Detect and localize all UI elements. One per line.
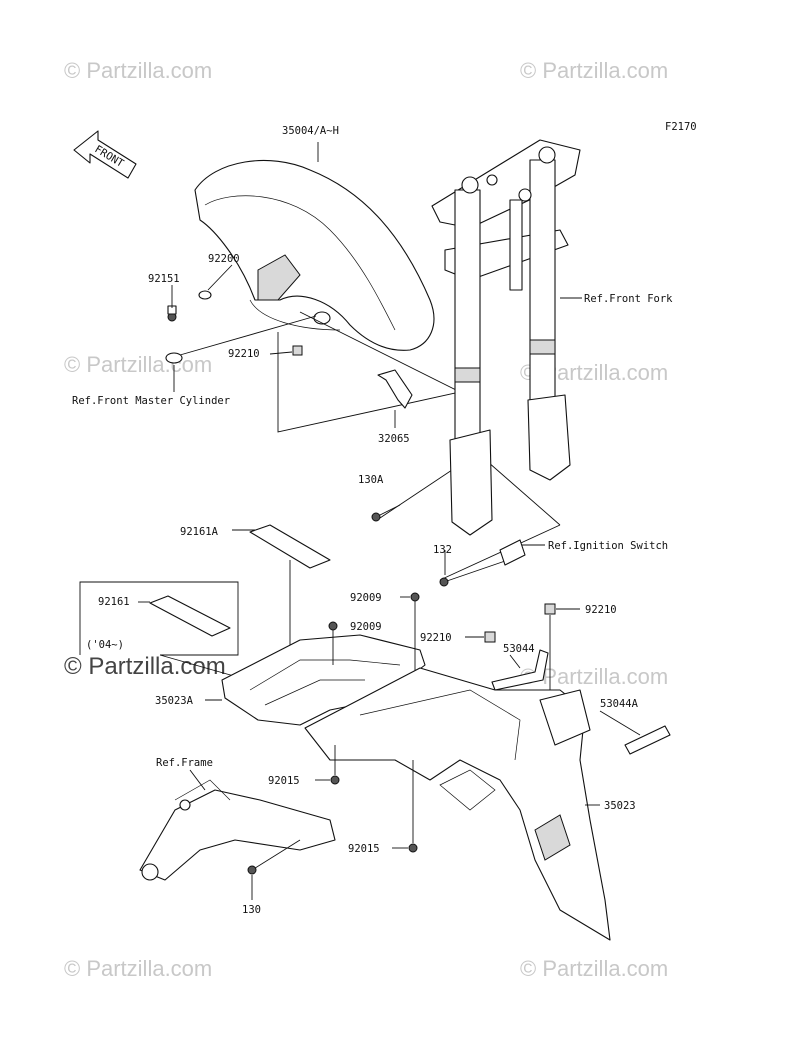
watermark-bottom-left: © Partzilla.com [64,956,212,981]
label-92161A: 92161A [180,526,219,538]
label-92015-upper: 92015 [268,775,300,787]
label-53044A: 53044A [600,698,639,710]
clips-92210 [465,603,580,690]
bolt-130 [247,839,301,900]
label-35023A: 35023A [155,695,194,707]
label-92200: 92200 [208,253,240,265]
watermark-lower-left: © Partzilla.com [64,653,226,680]
label-130: 130 [242,904,261,916]
label-53044: 53044 [503,643,535,655]
figure-code: F2170 [665,121,697,133]
front-fender [194,159,435,351]
frame [139,769,336,881]
label-92210-right: 92210 [585,604,617,616]
watermark-mid-left: © Partzilla.com [64,352,212,377]
label-92161: 92161 [98,596,130,608]
front-arrow-icon: FRONT [73,130,137,179]
ignition-bracket [499,539,526,566]
watermark-top-left: © Partzilla.com [64,58,212,83]
label-35004: 35004/A~H [282,125,339,137]
fender-hardware [165,290,303,364]
label-ref-master-cylinder: Ref.Front Master Cylinder [72,395,230,407]
label-92210-middle: 92210 [420,632,452,644]
watermark-bottom-right: © Partzilla.com [520,956,668,981]
rear-fender-35023 [304,667,611,941]
label-130A: 130A [358,474,384,486]
label-92015-lower: 92015 [348,843,380,855]
bracket-32065 [377,369,413,409]
label-92009-upper: 92009 [350,592,382,604]
label-35023: 35023 [604,800,636,812]
label-ref-frame: Ref.Frame [156,757,213,769]
front-fork [431,139,581,536]
label-92210-upper: 92210 [228,348,260,360]
label-04-note: ('04~) [86,639,124,651]
nuts-92015 [315,745,418,853]
bolts-fork [371,504,526,587]
label-132: 132 [433,544,452,556]
bolt-130A [371,512,381,522]
watermarks: © Partzilla.com © Partzilla.com © Partzi… [64,58,668,981]
label-ref-front-fork: Ref.Front Fork [584,293,673,305]
label-92151: 92151 [148,273,180,285]
label-ref-ignition-switch: Ref.Ignition Switch [548,540,668,552]
inset-box-92161 [79,581,249,681]
label-32065: 32065 [378,433,410,445]
clip-92210 [292,345,303,356]
part-labels: 35004/A~H 92200 92151 92210 Ref.Front Ma… [72,125,673,916]
tube-53044A [599,710,671,755]
washer-92200 [198,290,212,300]
bolt-132 [439,577,449,587]
master-cylinder-bracket [165,352,183,364]
watermark-top-right: © Partzilla.com [520,58,668,83]
label-92009-lower: 92009 [350,621,382,633]
leader-lines-upper [171,142,582,581]
